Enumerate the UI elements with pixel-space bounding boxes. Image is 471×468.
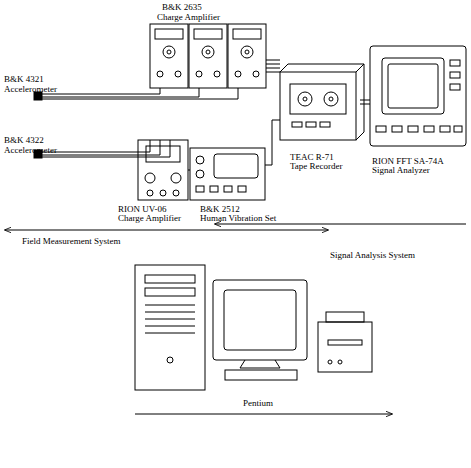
device-label: Accelerometer [4, 84, 57, 94]
model-label: B&K 2635 [162, 2, 202, 12]
device-label: Tape Recorder [290, 161, 343, 171]
device-label: Accelerometer [4, 145, 57, 155]
tape-recorder [280, 64, 364, 140]
system-arrows [5, 224, 466, 414]
model-label: RION FFT SA-74A [372, 156, 444, 166]
device-label: Charge Amplifier [118, 213, 181, 223]
model-label: B&K 4321 [4, 74, 44, 84]
accelerometer-cables [34, 60, 370, 170]
model-label: B&K 4322 [4, 135, 44, 145]
device-label: Human Vibration Set [200, 213, 276, 223]
model-label: RION UV-06 [118, 204, 166, 214]
model-label: TEAC R-71 [290, 152, 334, 162]
system-label: Pentium [243, 398, 273, 408]
system-label: Signal Analysis System [330, 250, 415, 260]
device-label: Signal Analyzer [372, 165, 430, 175]
charge-amplifier-units [150, 24, 266, 88]
signal-analyzer [370, 46, 466, 146]
human-vibration-set [190, 148, 265, 200]
uv06-charge-amplifier [138, 140, 188, 200]
device-label: Charge Amplifier [157, 12, 220, 22]
pentium-computer [135, 265, 372, 390]
model-label: B&K 2512 [200, 204, 240, 214]
system-label: Field Measurement System [22, 236, 121, 246]
